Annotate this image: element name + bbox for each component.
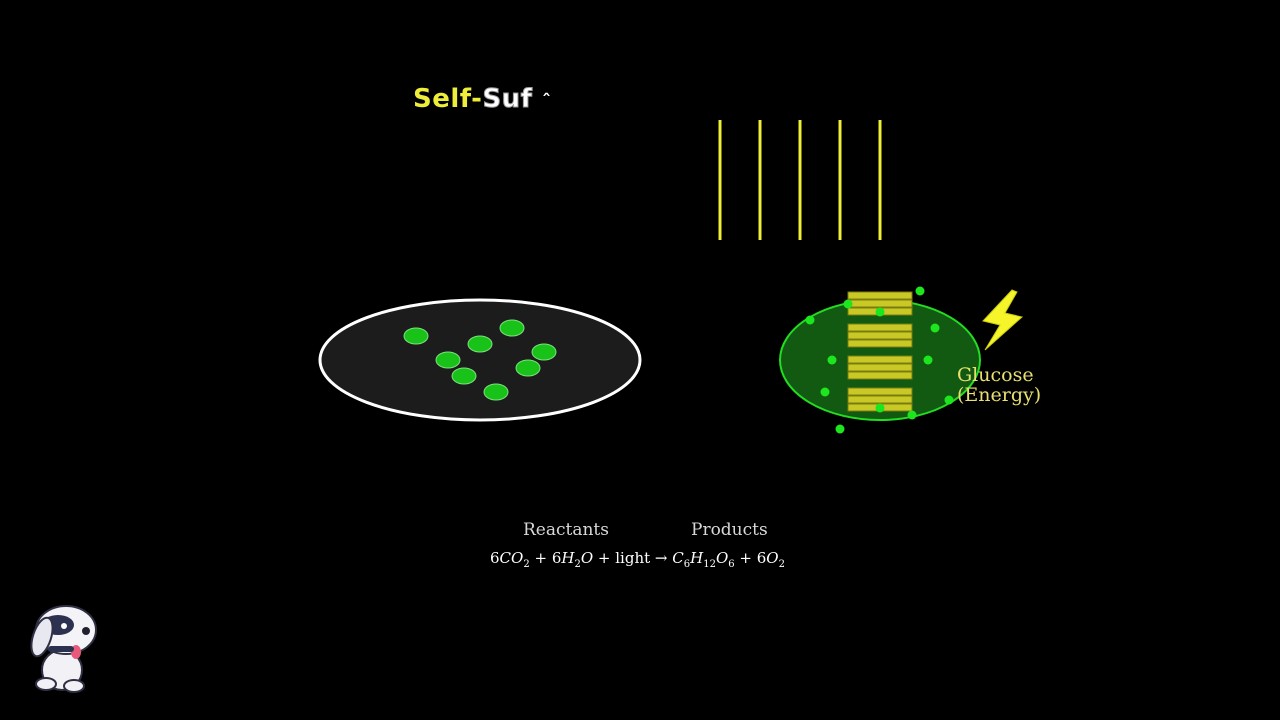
lightning-bolt-icon bbox=[982, 289, 1024, 351]
thylakoid bbox=[847, 339, 913, 348]
eq-glucose-h-sub: 12 bbox=[703, 559, 716, 570]
chloroplast-dot bbox=[483, 383, 509, 401]
eq-glucose-c: C bbox=[672, 549, 684, 567]
particle bbox=[875, 307, 885, 317]
eq-o2: O bbox=[766, 549, 779, 567]
title-part-hyphen: - bbox=[471, 84, 483, 114]
particle bbox=[835, 424, 845, 434]
title-part-suf: Suf bbox=[482, 84, 533, 115]
eq-h2o-coef: 6 bbox=[551, 549, 562, 567]
thylakoid bbox=[847, 387, 913, 396]
cell-membrane bbox=[318, 298, 642, 422]
thylakoid bbox=[847, 323, 913, 332]
glucose-label-line1: Glucose bbox=[957, 364, 1034, 386]
thylakoid bbox=[847, 355, 913, 364]
eq-plus: + bbox=[593, 549, 616, 567]
robot-dog-mascot-icon bbox=[30, 605, 97, 693]
eq-co2-coef: 6 bbox=[490, 549, 500, 567]
title-part-fragment: ˆ bbox=[542, 91, 552, 112]
thylakoid bbox=[847, 395, 913, 404]
eq-o2-sub: 2 bbox=[778, 559, 785, 570]
chloroplast-dot bbox=[515, 359, 541, 377]
thylakoid bbox=[847, 331, 913, 340]
eq-h2o-h: H bbox=[561, 549, 575, 567]
particle bbox=[875, 403, 885, 413]
eq-light: light bbox=[615, 549, 651, 567]
thylakoid bbox=[847, 371, 913, 380]
chloroplast-dot bbox=[403, 327, 429, 345]
chloroplast-dot bbox=[499, 319, 525, 337]
eq-h2o-sub: 2 bbox=[574, 559, 581, 570]
eq-o2-coef: 6 bbox=[756, 549, 767, 567]
eq-plus: + bbox=[529, 549, 552, 567]
particle bbox=[827, 355, 837, 365]
particle bbox=[805, 315, 815, 325]
particle bbox=[923, 355, 933, 365]
eq-h2o-o: O bbox=[580, 549, 594, 567]
eq-glucose-h: H bbox=[690, 549, 704, 567]
eq-glucose-c-sub: 6 bbox=[683, 559, 691, 570]
particle bbox=[915, 286, 925, 296]
thylakoid bbox=[847, 299, 913, 308]
chloroplast-dot bbox=[435, 351, 461, 369]
eq-plus: + bbox=[734, 549, 757, 567]
particle bbox=[843, 299, 853, 309]
eq-co2: CO bbox=[499, 549, 524, 567]
title-part-self: Self bbox=[413, 84, 472, 114]
light-rays bbox=[718, 120, 882, 240]
particle bbox=[930, 323, 940, 333]
eq-glucose-o-sub: 6 bbox=[728, 559, 735, 570]
chloroplast-dot bbox=[451, 367, 477, 385]
chloroplast-dot bbox=[531, 343, 557, 361]
photosynthesis-equation: 6CO2 + 6H2O + light → C6H12O6 + 6O2 bbox=[490, 549, 785, 570]
thylakoid bbox=[847, 363, 913, 372]
particle bbox=[944, 395, 954, 405]
eq-arrow: → bbox=[650, 549, 673, 567]
chloroplast-dot bbox=[467, 335, 493, 353]
eq-co2-sub: 2 bbox=[523, 559, 530, 570]
particle bbox=[907, 410, 917, 420]
thylakoid bbox=[847, 291, 913, 300]
glucose-label: Glucose (Energy) bbox=[957, 365, 1041, 405]
reactants-label: Reactants bbox=[523, 520, 609, 540]
products-label: Products bbox=[691, 520, 768, 540]
page-title: Self-Suf ˆ bbox=[413, 84, 552, 115]
chloroplast bbox=[779, 286, 981, 434]
eq-glucose-o: O bbox=[715, 549, 729, 567]
plant-cell bbox=[318, 298, 642, 422]
molecule-particles bbox=[805, 286, 954, 434]
glucose-label-line2: (Energy) bbox=[957, 384, 1042, 406]
particle bbox=[820, 387, 830, 397]
